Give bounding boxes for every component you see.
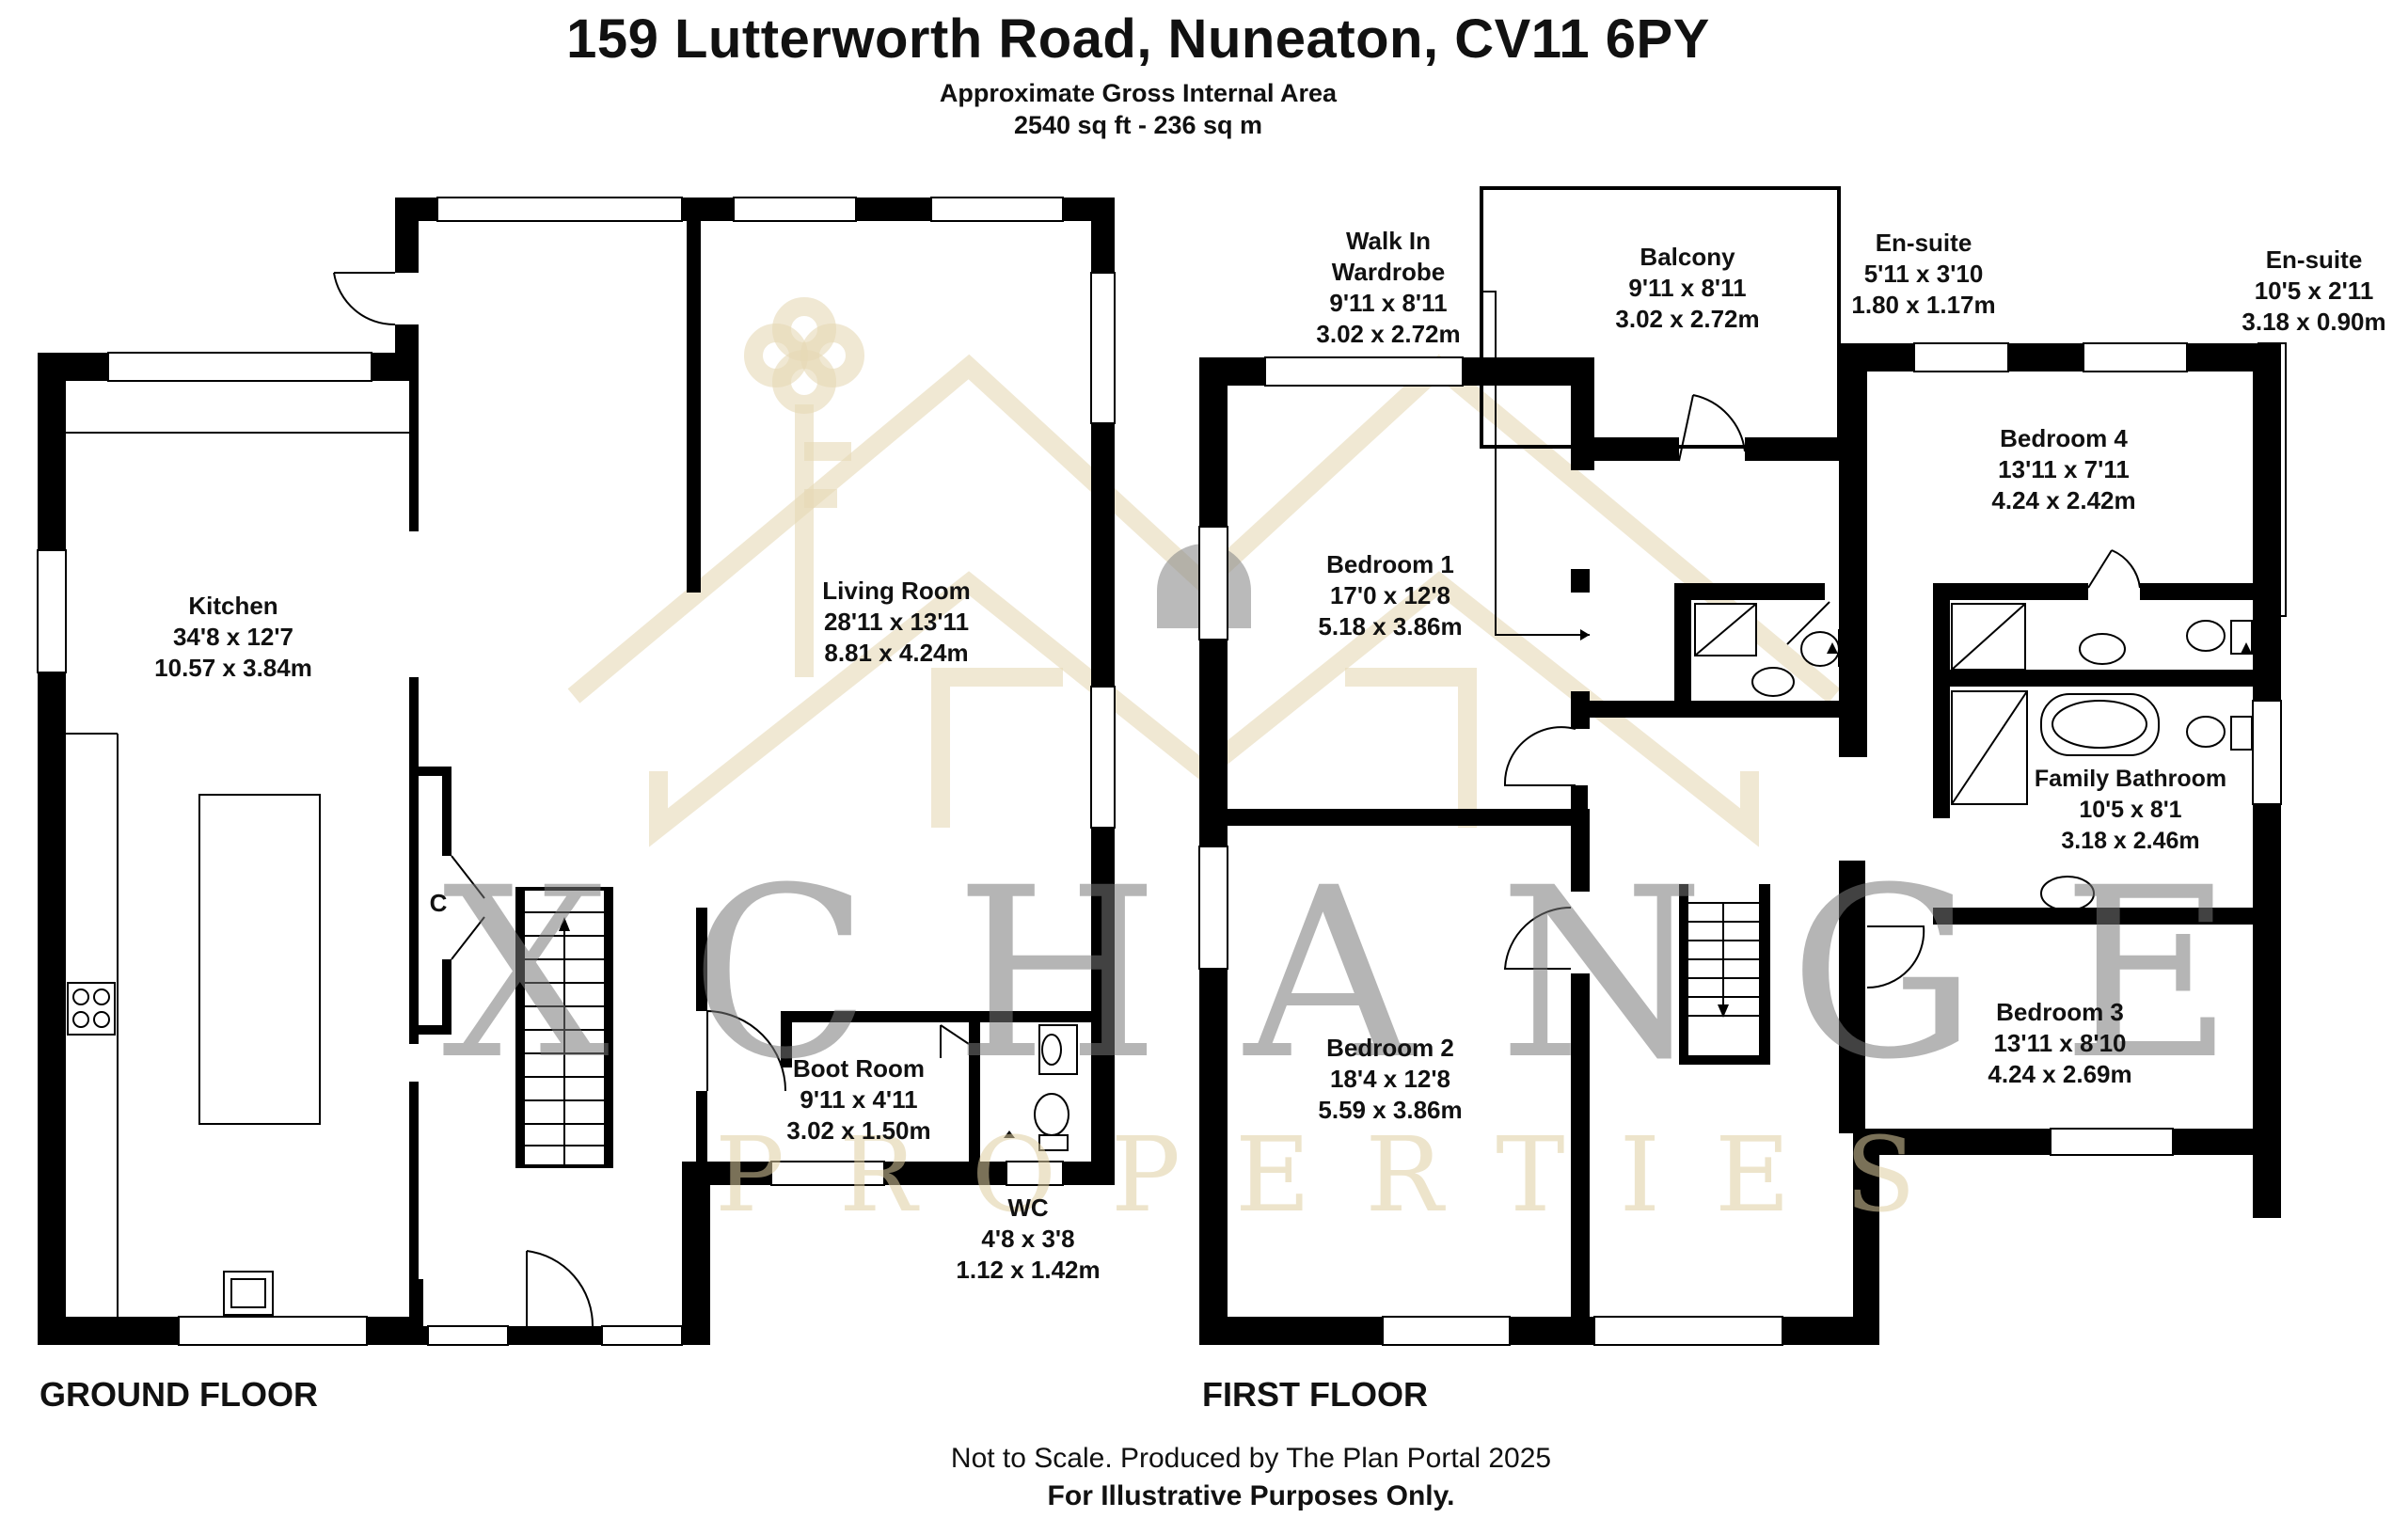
room-metric: 3.02 x 2.72m (1316, 320, 1461, 348)
room-metric: 3.18 x 0.90m (2242, 308, 2386, 336)
room-metric: 5.18 x 3.86m (1318, 612, 1463, 640)
room-name: Family Bathroom (2034, 766, 2227, 792)
room-imperial: 13'11 x 7'11 (1998, 455, 2130, 483)
room-imperial: 9'11 x 4'11 (800, 1085, 918, 1114)
room-metric: 1.80 x 1.17m (1851, 291, 1996, 319)
footer-note: For Illustrative Purposes Only. (1047, 1480, 1455, 1511)
room-name: Bedroom 3 (1996, 998, 2124, 1026)
room-bedroom-1: Bedroom 1 17'0 x 12'8 5.18 x 3.86m (1318, 549, 1462, 642)
page-title: 159 Lutterworth Road, Nuneaton, CV11 6PY (566, 8, 1710, 70)
room-imperial: 18'4 x 12'8 (1329, 1065, 1451, 1093)
room-en-suite-2: En-suite 10'5 x 2'11 3.18 x 0.90m (2242, 245, 2385, 338)
room-metric: 3.02 x 2.72m (1615, 305, 1760, 333)
room-name-2: Wardrobe (1331, 258, 1446, 286)
room-imperial: 10'5 x 8'1 (2079, 797, 2182, 823)
watermark-text: XCHANGE (442, 837, 2319, 1111)
room-name: En-suite (2265, 245, 2363, 274)
room-metric: 8.81 x 4.24m (824, 639, 969, 667)
room-imperial: 5'11 x 3'10 (1863, 260, 1984, 288)
room-boot: Boot Room 9'11 x 4'11 3.02 x 1.50m (786, 1053, 930, 1146)
first-floor-plan (1198, 186, 2287, 1346)
area-label: Approximate Gross Internal Area (939, 79, 1338, 107)
room-en-suite-1: En-suite 5'11 x 3'10 1.80 x 1.17m (1851, 228, 1995, 321)
room-bedroom-4: Bedroom 4 13'11 x 7'11 4.24 x 2.42m (1991, 423, 2135, 516)
room-imperial: 13'11 x 8'10 (1993, 1029, 2127, 1057)
room-bedroom-3: Bedroom 3 13'11 x 8'10 4.24 x 2.69m (1988, 997, 2131, 1090)
room-metric: 4.24 x 2.42m (1991, 486, 2136, 514)
room-name: En-suite (1875, 229, 1972, 257)
room-metric: 1.12 x 1.42m (956, 1256, 1101, 1284)
room-name: Walk In (1345, 227, 1432, 255)
room-name: Bedroom 2 (1326, 1034, 1454, 1062)
room-name: C (429, 889, 448, 917)
ground-floor-plan (37, 197, 1116, 1346)
room-name: WC (1007, 1194, 1049, 1222)
room-imperial: 4'8 x 3'8 (981, 1225, 1075, 1253)
footer-disclaimer: Not to Scale. Produced by The Plan Porta… (950, 1443, 1552, 1474)
room-wc: WC 4'8 x 3'8 1.12 x 1.42m (956, 1193, 1100, 1286)
ground-floor-label: GROUND FLOOR (40, 1375, 318, 1414)
room-walk-in-wardrobe: Walk In Wardrobe 9'11 x 8'11 3.02 x 2.72… (1316, 226, 1460, 350)
room-living: Living Room 28'11 x 13'11 8.81 x 4.24m (822, 576, 970, 669)
room-imperial: 9'11 x 8'11 (1628, 274, 1747, 302)
room-metric: 3.18 x 2.46m (2061, 828, 2200, 854)
room-imperial: 28'11 x 13'11 (823, 608, 970, 636)
room-bedroom-2: Bedroom 2 18'4 x 12'8 5.59 x 3.86m (1318, 1033, 1462, 1126)
room-cupboard: C (430, 888, 448, 919)
room-name: Balcony (1640, 243, 1735, 271)
first-floor-label: FIRST FLOOR (1202, 1375, 1428, 1414)
room-imperial: 10'5 x 2'11 (2254, 277, 2374, 305)
room-imperial: 34'8 x 12'7 (172, 623, 294, 651)
room-name: Kitchen (188, 592, 278, 620)
room-metric: 4.24 x 2.69m (1988, 1060, 2132, 1088)
room-kitchen: Kitchen 34'8 x 12'7 10.57 x 3.84m (154, 591, 312, 684)
area-value: 2540 sq ft - 236 sq m (1013, 111, 1263, 139)
room-family-bathroom: Family Bathroom 10'5 x 8'1 3.18 x 2.46m (2035, 764, 2226, 857)
room-name: Bedroom 1 (1326, 550, 1454, 578)
room-imperial: 9'11 x 8'11 (1329, 289, 1448, 317)
room-metric: 10.57 x 3.84m (154, 654, 312, 682)
room-name: Boot Room (792, 1054, 926, 1083)
room-name: Living Room (822, 577, 971, 605)
room-balcony: Balcony 9'11 x 8'11 3.02 x 2.72m (1615, 242, 1759, 335)
room-imperial: 17'0 x 12'8 (1329, 581, 1451, 609)
room-metric: 5.59 x 3.86m (1318, 1096, 1463, 1124)
watermark-subtext: PROPERTIES (715, 1115, 1971, 1235)
room-metric: 3.02 x 1.50m (786, 1116, 931, 1145)
room-name: Bedroom 4 (2000, 424, 2128, 452)
